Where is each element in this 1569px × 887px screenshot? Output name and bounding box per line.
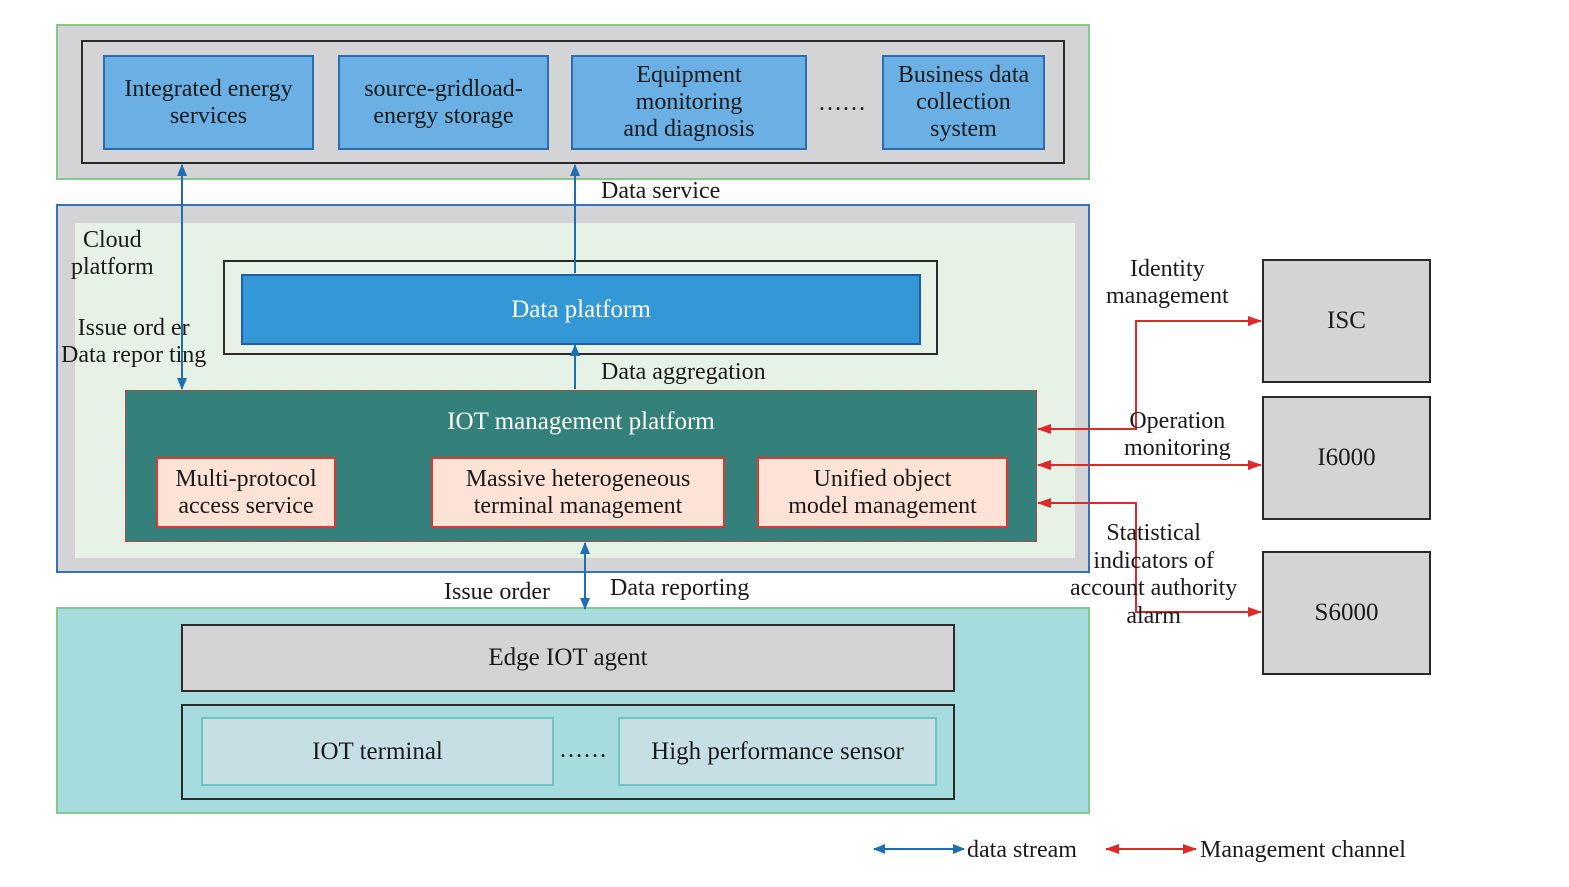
legend-data-stream: data stream (967, 837, 1077, 863)
data-platform: Data platform (241, 274, 921, 345)
iot-terminal: IOT terminal (201, 717, 554, 786)
system-i6000: I6000 (1262, 396, 1431, 520)
channel-identity-management (1037, 316, 1262, 434)
app-equipment-monitoring: Equipment monitoring and diagnosis (571, 55, 807, 150)
high-performance-sensor: High performance sensor (618, 717, 937, 786)
app-source-grid-load-storage: source-gridload- energy storage (338, 55, 549, 150)
terminal-ellipsis: …… (559, 737, 607, 763)
label-statistical-indicators: Statistical indicators of account author… (1070, 520, 1238, 629)
system-s6000: S6000 (1262, 551, 1431, 675)
legend-management-channel: Management channel (1200, 837, 1406, 863)
edge-iot-agent: Edge IOT agent (181, 624, 955, 692)
service-object-model-management: Unified object model management (757, 457, 1008, 528)
service-terminal-management: Massive heterogeneous terminal managemen… (431, 457, 725, 528)
app-business-data-collection: Business data collection system (882, 55, 1045, 150)
label-data-aggregation: Data aggregation (601, 359, 766, 385)
label-data-reporting: Data reporting (610, 575, 750, 601)
channel-statistical-indicators (1037, 498, 1262, 617)
cloud-platform-label: Cloud platform (71, 227, 154, 280)
label-operation-monitoring: Operation monitoring (1124, 408, 1231, 461)
app-integrated-energy-services: Integrated energy services (103, 55, 314, 150)
iot-platform-title: IOT management platform (447, 408, 715, 435)
app-ellipsis: …… (818, 90, 866, 116)
label-issue-order: Issue order (444, 579, 550, 605)
system-isc: ISC (1262, 259, 1431, 383)
label-identity-management: Identity management (1106, 256, 1229, 309)
service-multi-protocol-access: Multi-protocol access service (156, 457, 336, 528)
label-data-service: Data service (601, 178, 721, 204)
